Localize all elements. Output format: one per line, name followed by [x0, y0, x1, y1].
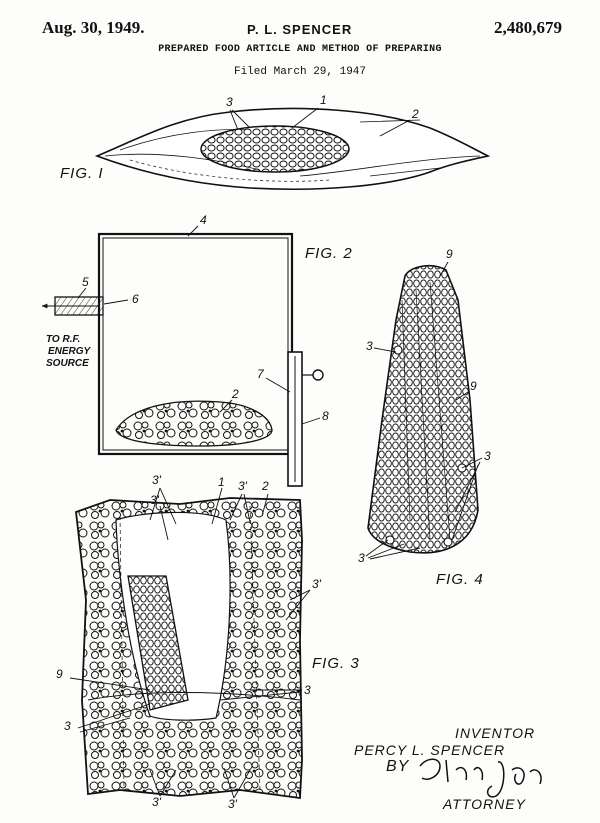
fig4-cob-drawing	[367, 264, 479, 554]
attorney-signature	[419, 758, 542, 798]
fig3-ref-3p-a: 3'	[152, 473, 162, 487]
rf-source-line1: TO R.F.	[46, 334, 80, 345]
fig4-label: FIG. 4	[436, 571, 484, 588]
fig2-ref-8: 8	[322, 409, 329, 423]
fig2-ref-2: 2	[231, 387, 239, 401]
fig1-ref-3: 3	[226, 95, 233, 109]
fig2-ref-4: 4	[200, 213, 207, 227]
inventor-name: PERCY L. SPENCER	[354, 742, 506, 758]
fig4-ref-9-mid: 9	[470, 379, 477, 393]
patent-title: PREPARED FOOD ARTICLE AND METHOD OF PREP…	[158, 44, 442, 55]
fig2-leader-lines	[77, 225, 321, 425]
patent-number: 2,480,679	[494, 18, 562, 37]
fig2-oven-drawing	[41, 232, 324, 487]
fig4-ref-9-top: 9	[446, 247, 453, 261]
fig1-leader-lines	[229, 107, 411, 137]
inventor-label: INVENTOR	[455, 725, 536, 741]
fig4-ref-3-right: 3	[484, 449, 491, 463]
fig1-ref-1: 1	[320, 93, 327, 107]
by-label: BY	[386, 758, 410, 775]
fig3-label: FIG. 3	[312, 655, 360, 672]
rf-source-line2: ENERGY	[48, 346, 92, 357]
fig1-ref-2: 2	[411, 107, 419, 121]
fig3-ref-3p-f: 3'	[228, 797, 238, 811]
fig4-ref-3-bottom: 3	[358, 551, 365, 565]
fig3-ref-3p-e: 3'	[152, 795, 162, 809]
fig3-ref-3-left: 3	[64, 719, 71, 733]
fig1-label: FIG. I	[60, 165, 104, 182]
fig3-ref-3-right: 3	[304, 683, 311, 697]
filed-date: Filed March 29, 1947	[233, 66, 367, 78]
fig3-ref-9: 9	[56, 667, 63, 681]
fig4-leader-lines	[365, 261, 483, 560]
rf-source-line3: SOURCE	[46, 358, 89, 369]
fig3-ref-2: 2	[261, 479, 269, 493]
fig1-drawing	[94, 107, 491, 191]
fig2-ref-7: 7	[257, 367, 265, 381]
fig4-ref-3-top: 3	[366, 339, 373, 353]
fig2-ref-6: 6	[132, 292, 139, 306]
patent-date: Aug. 30, 1949.	[42, 18, 145, 37]
fig3-ref-3p-d: 3'	[312, 577, 322, 591]
fig3-bag-drawing	[75, 497, 303, 800]
inventor-header: P. L. SPENCER	[247, 22, 353, 37]
fig2-label: FIG. 2	[305, 245, 353, 262]
attorney-label: ATTORNEY	[443, 796, 526, 812]
fig2-ref-5: 5	[82, 275, 89, 289]
fig3-ref-1: 1	[218, 475, 225, 489]
fig3-ref-3p-b: 3'	[150, 493, 160, 507]
fig3-leader-lines	[69, 487, 311, 799]
fig3-ref-3p-c: 3'	[238, 479, 248, 493]
